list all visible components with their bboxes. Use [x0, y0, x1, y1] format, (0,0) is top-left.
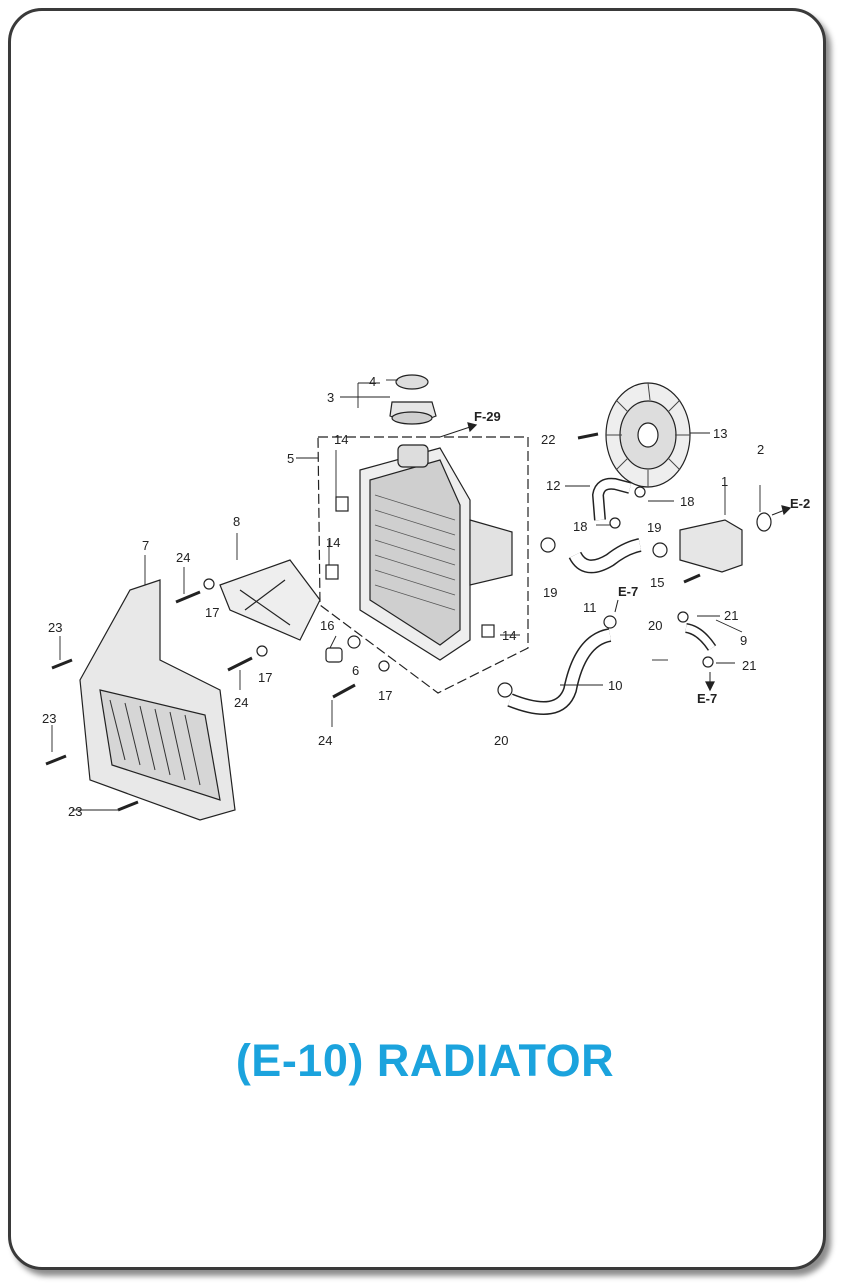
bolt-23b — [45, 754, 67, 766]
callout-19: 19 — [647, 520, 661, 535]
nut-14a — [335, 496, 349, 512]
callout-6: 6 — [352, 663, 359, 678]
reference-e-7: E-7 — [697, 691, 717, 706]
callout-4: 4 — [369, 374, 376, 389]
callout-17: 17 — [205, 605, 219, 620]
bolt-23c — [117, 800, 139, 812]
radiator-grille — [79, 579, 236, 821]
callout-22: 22 — [541, 432, 555, 447]
callout-5: 5 — [287, 451, 294, 466]
nut-14b — [325, 564, 339, 580]
reference-e-7: E-7 — [618, 584, 638, 599]
radiator-core — [359, 444, 513, 661]
washer-6 — [347, 635, 361, 649]
bolt-24a — [175, 590, 201, 604]
callout-14: 14 — [326, 535, 340, 550]
callout-20: 20 — [648, 618, 662, 633]
callout-24: 24 — [176, 550, 190, 565]
bolt-15 — [683, 573, 701, 584]
grommet-17c — [378, 660, 390, 672]
callout-10: 10 — [608, 678, 622, 693]
callout-17: 17 — [258, 670, 272, 685]
callout-14: 14 — [334, 432, 348, 447]
cooling-fan — [605, 382, 691, 488]
clamp-18b — [609, 517, 621, 529]
callout-23: 23 — [68, 804, 82, 819]
callout-21: 21 — [742, 658, 756, 673]
bolt-22 — [577, 432, 599, 440]
callout-19: 19 — [543, 585, 557, 600]
reference-e-2: E-2 — [790, 496, 810, 511]
reference-f-29: F-29 — [474, 409, 501, 424]
callout-12: 12 — [546, 478, 560, 493]
clamp-21a — [677, 611, 689, 623]
callout-11: 11 — [583, 600, 597, 615]
cap-seal — [395, 374, 429, 390]
bolt-23a — [51, 658, 73, 670]
nut-14c — [481, 624, 495, 638]
bolt-24c — [332, 683, 356, 699]
callout-24: 24 — [318, 733, 332, 748]
grommet-17b — [256, 645, 268, 657]
callout-20: 20 — [494, 733, 508, 748]
bracket-8 — [219, 559, 321, 641]
clamp-18a — [634, 486, 646, 498]
callout-13: 13 — [713, 426, 727, 441]
callout-23: 23 — [48, 620, 62, 635]
callout-17: 17 — [378, 688, 392, 703]
callout-16: 16 — [320, 618, 334, 633]
callout-21: 21 — [724, 608, 738, 623]
clamp-20a — [603, 615, 617, 629]
callout-24: 24 — [234, 695, 248, 710]
callout-9: 9 — [740, 633, 747, 648]
callout-1: 1 — [721, 474, 728, 489]
grommet-17a — [203, 578, 215, 590]
callout-15: 15 — [650, 575, 664, 590]
clamp-19b — [652, 542, 668, 558]
thermostat-housing — [679, 519, 743, 573]
plug-16 — [325, 647, 343, 663]
page-title: (E-10) RADIATOR — [235, 1035, 615, 1086]
assembly-outline — [317, 436, 529, 694]
callout-8: 8 — [233, 514, 240, 529]
callout-18: 18 — [573, 519, 587, 534]
callout-7: 7 — [142, 538, 149, 553]
callout-23: 23 — [42, 711, 56, 726]
callout-2: 2 — [757, 442, 764, 457]
clamp-19a — [540, 537, 556, 553]
o-ring-2 — [756, 512, 772, 532]
callout-14: 14 — [502, 628, 516, 643]
bolt-24b — [227, 656, 253, 672]
callout-18: 18 — [680, 494, 694, 509]
clamp-20b — [497, 682, 513, 698]
callout-3: 3 — [327, 390, 334, 405]
clamp-21b — [702, 656, 714, 668]
